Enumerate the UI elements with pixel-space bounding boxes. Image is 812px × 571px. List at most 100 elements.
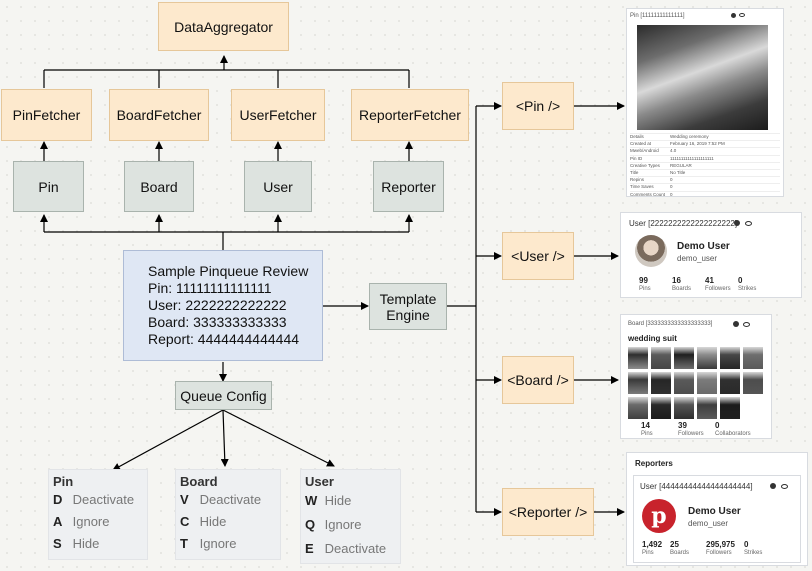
reporters-section-title: Reporters [635,459,673,468]
config-key: E [305,541,314,556]
stat-label: Followers [678,431,704,437]
data-aggregator-label: DataAggregator [174,18,273,35]
pin-card-header: Pin [11111111111111] [630,13,685,19]
config-row: C Hide [180,511,280,533]
queue-config-node: Queue Config [175,381,272,410]
board-thumbnail [628,397,648,419]
config-row: E Deactivate [305,537,400,561]
pin-fetcher-node: PinFetcher [1,89,92,141]
board-template-label: <Board /> [507,372,569,388]
pin-entity-node: Pin [13,161,84,212]
verified-icon [733,321,739,327]
pin-template-label: <Pin /> [515,98,561,114]
eye-icon [781,484,788,489]
data-aggregator-node: DataAggregator [158,2,289,51]
pin-config-title: Pin [53,474,74,489]
pin-detail-value: February 16, 2019 7:52 PM [670,141,725,147]
stat-label: Pins [639,286,651,292]
stat-value: 16 [672,276,681,285]
config-action: Hide [199,514,227,529]
pin-detail-value: No Title [670,169,686,175]
user-handle: demo_user [677,254,718,263]
reporter-name: Demo User [688,506,741,517]
review-board: Board: 333333333333 [148,314,287,330]
board-thumbnail [743,347,763,369]
reporter-template-label: <Reporter /> [508,504,588,520]
board-thumbnail [674,347,694,369]
stat-value: 0 [744,540,749,549]
pin-detail-label: Pin ID [630,155,643,161]
stat-value: 0 [738,276,743,285]
user-entity-node: User [244,161,312,212]
review-report: Report: 4444444444444 [148,331,300,347]
stat-label: Pins [642,550,654,556]
reporter-card-header: User [44444444444444444444] [640,482,753,491]
stat-value: 295,975 [706,540,735,549]
board-thumbnail [697,347,717,369]
user-name: Demo User [677,241,730,252]
config-row: W Hide [305,489,400,513]
board-thumbnail [651,372,671,394]
board-thumbnail [628,347,648,369]
config-key: Q [305,517,316,532]
user-entity-label: User [263,178,293,195]
config-row: Q Ignore [305,513,400,537]
stat-value: 41 [705,276,714,285]
board-preview-card: Board [3333333333333333333] wedding suit… [620,314,772,439]
stat-value: 99 [639,276,648,285]
user-config-panel: User W Hide Q Ignore E Deactivate [300,469,401,564]
board-fetcher-node: BoardFetcher [109,89,209,141]
config-row: D Deactivate [53,489,147,511]
user-preview-card: User [2222222222222222222] Demo User dem… [620,212,802,298]
reporter-fetcher-node: ReporterFetcher [351,89,469,141]
reporter-fetcher-label: ReporterFetcher [359,107,461,123]
board-thumbnail [697,397,717,419]
pin-config-panel: Pin D Deactivate A Ignore S Hide [48,469,148,560]
config-key: V [180,492,189,507]
stat-label: Boards [670,550,690,556]
board-thumbnail [720,372,740,394]
pin-fetcher-label: PinFetcher [12,107,81,123]
user-template-label: <User /> [511,248,565,264]
config-row: S Hide [53,533,147,555]
config-action: Ignore [72,514,110,529]
stat-label: Followers [705,286,731,292]
config-action: Deactivate [324,541,387,556]
stat-value: 1,492 [642,540,663,549]
board-thumbnail [674,372,694,394]
user-template-node: <User /> [502,232,574,280]
config-key: A [53,514,63,529]
board-config-title: Board [180,474,218,489]
pin-detail-value: 0 [670,191,673,197]
config-action: Hide [324,493,352,508]
stat-value: 14 [641,421,650,430]
board-card-header: Board [3333333333333333333] [628,321,713,327]
stat-label: Strikes [744,550,763,556]
sample-review-box: Sample Pinqueue Review Pin: 111111111111… [123,250,323,361]
config-key: T [180,536,188,551]
verified-icon [770,483,776,489]
user-fetcher-node: UserFetcher [231,89,325,141]
template-engine-node: Template Engine [369,283,447,330]
board-thumbnail [651,347,671,369]
reporter-handle: demo_user [688,519,729,528]
pin-detail-label: Time Saves [630,184,654,190]
board-thumbnail [720,347,740,369]
stat-label: Boards [672,286,692,292]
reporter-template-node: <Reporter /> [502,488,594,536]
pin-detail-label: Creative Types [630,162,660,168]
eye-icon [739,13,745,17]
pin-template-node: <Pin /> [502,82,574,130]
stat-value: 0 [715,421,720,430]
board-template-node: <Board /> [502,356,574,404]
board-thumbnail [651,397,671,419]
review-pin: Pin: 11111111111111 [148,280,272,296]
